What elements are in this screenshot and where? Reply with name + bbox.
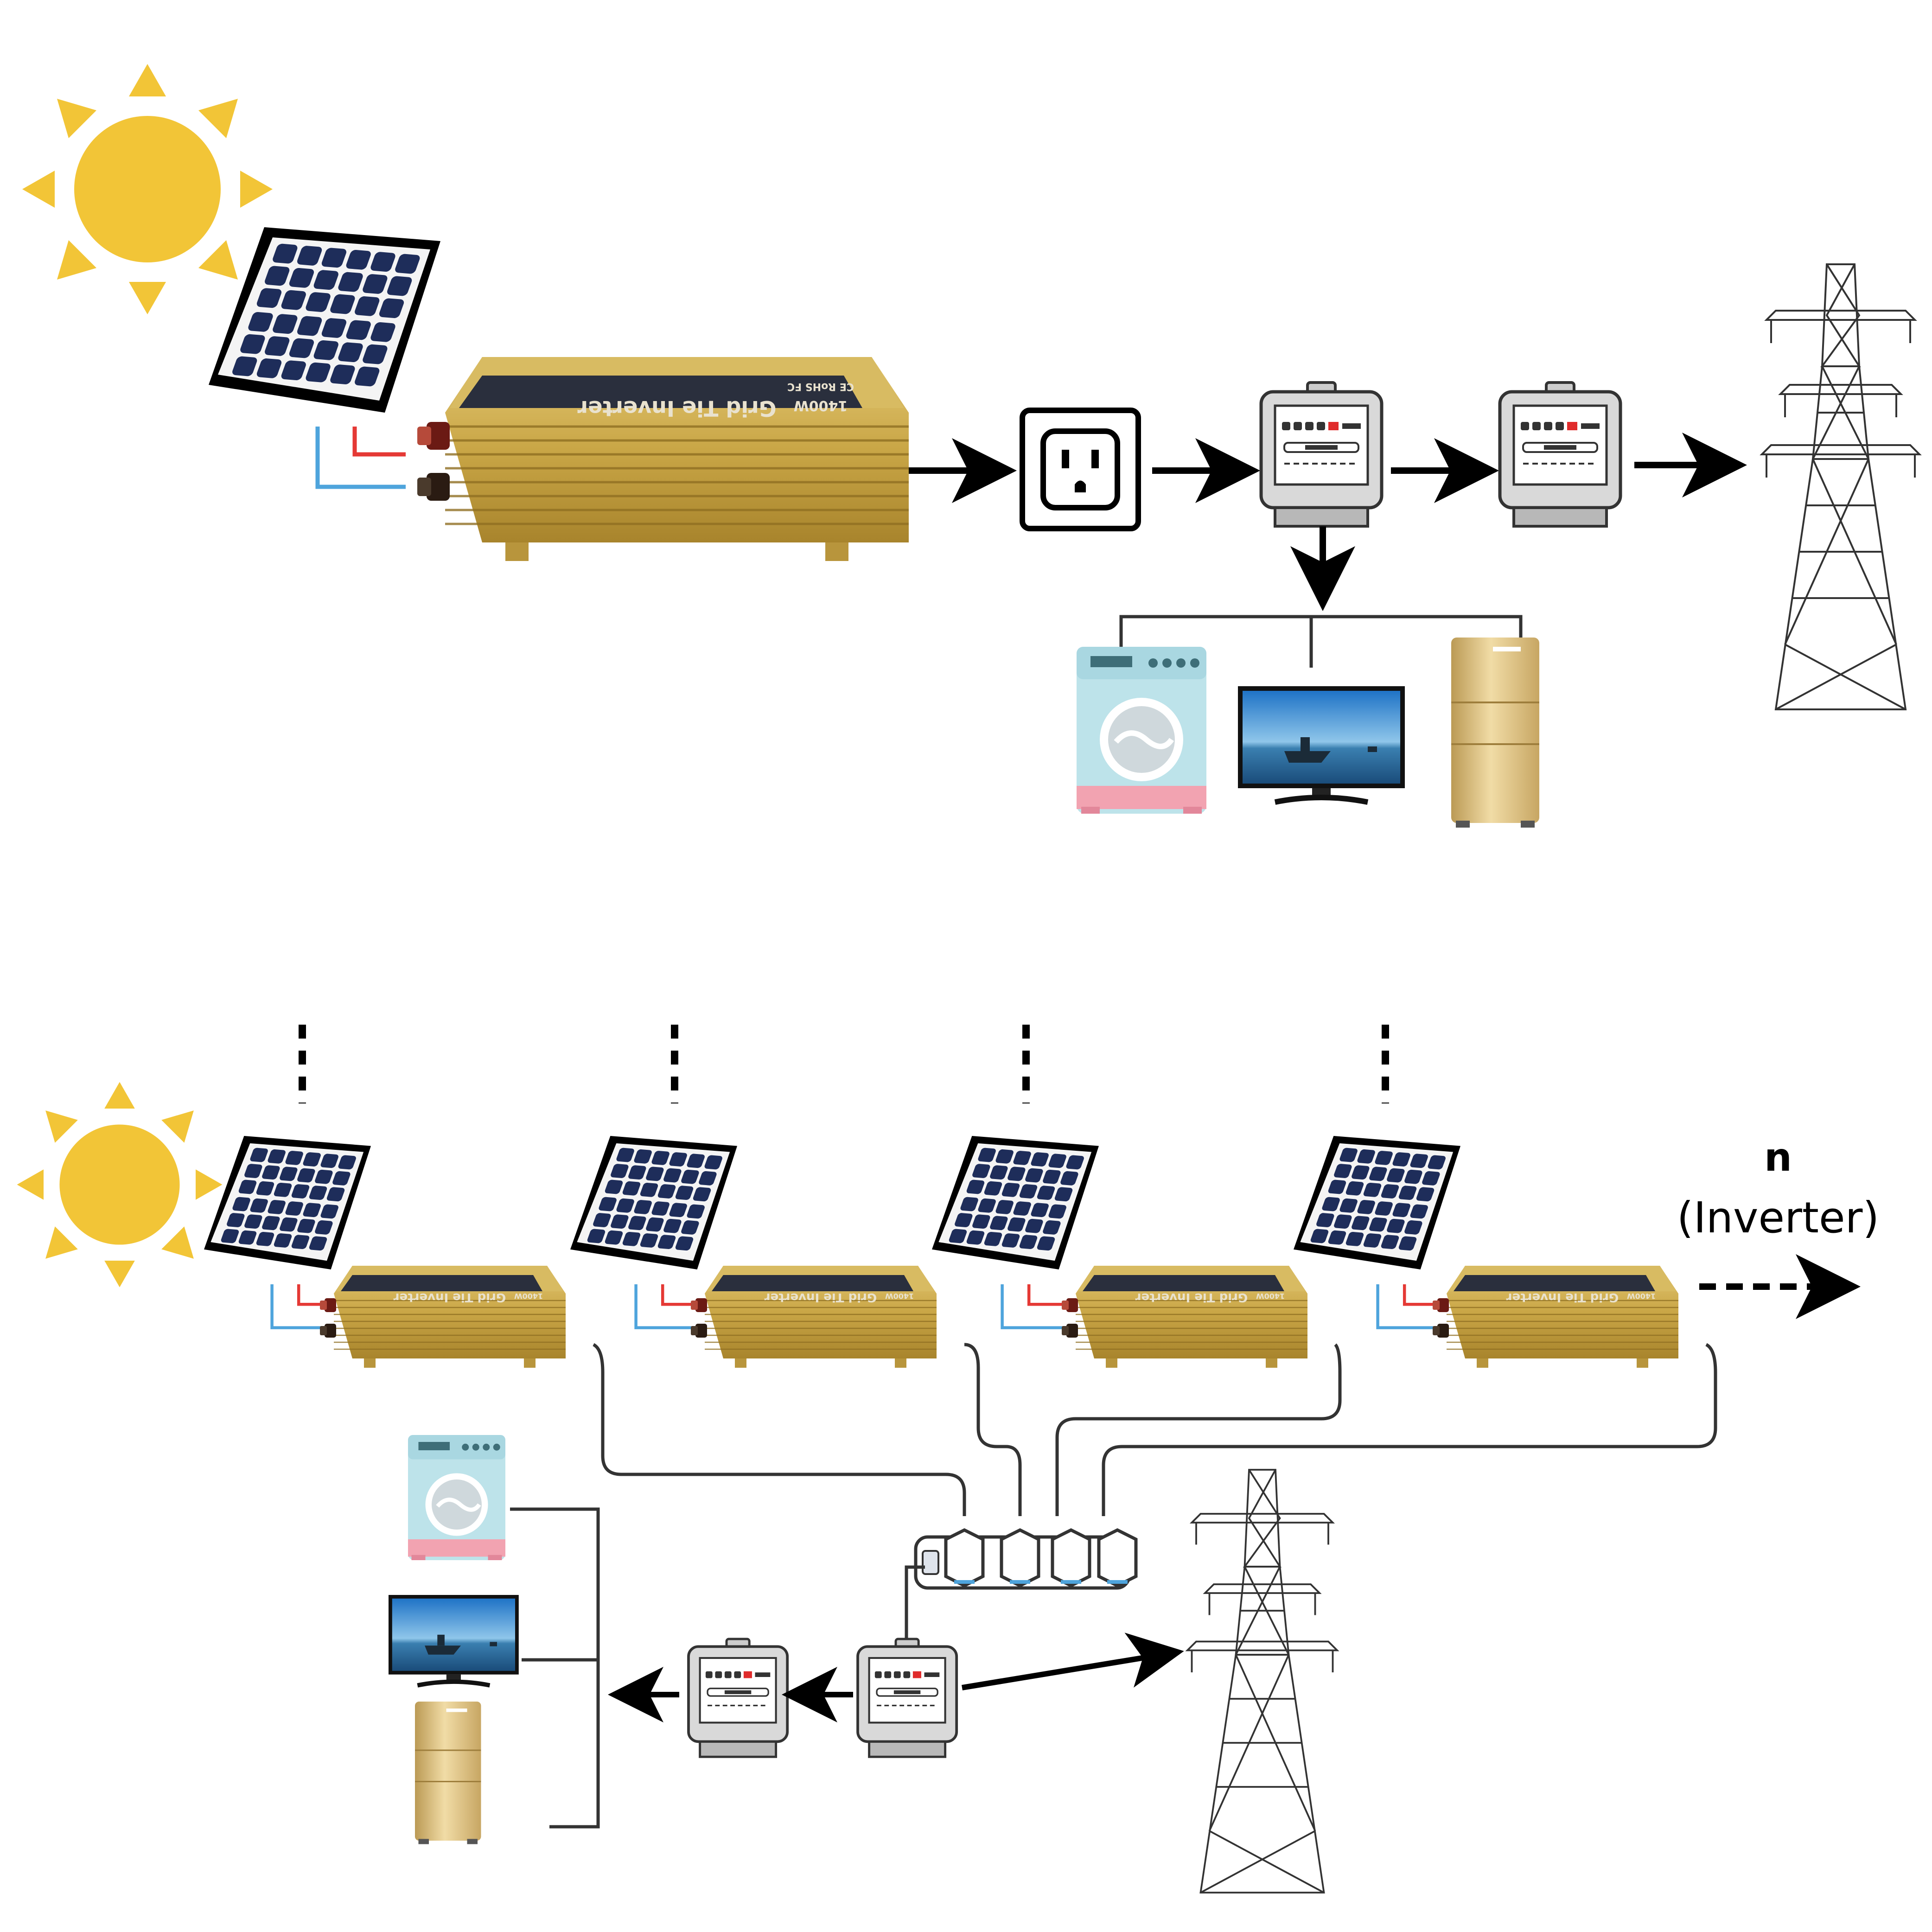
- flow-arrow: [962, 1632, 1184, 1690]
- transmission-tower-icon: [1186, 1469, 1338, 1894]
- washing-machine-icon: [1077, 647, 1206, 814]
- dc-wire-pair: [636, 1284, 700, 1328]
- washing-machine-icon: [408, 1435, 505, 1560]
- solar-panel-icon: [204, 1136, 371, 1269]
- grid-tie-inverter-icon: [1061, 1265, 1308, 1369]
- strip-to-meter-cable: [905, 1565, 925, 1644]
- solar-panel-icon: [209, 227, 440, 413]
- appliance-wiring: [1119, 615, 1523, 668]
- inverter-brand-label: Grid Tie Inverter: [1506, 1290, 1619, 1304]
- television-icon: [389, 1595, 519, 1685]
- inverter-power-label: 1400W: [885, 1292, 914, 1301]
- appliance-wiring: [510, 1507, 600, 1829]
- inverter-brand-label: Grid Tie Inverter: [765, 1290, 877, 1304]
- sun-icon: [22, 64, 273, 314]
- inverter-brand-label: Grid Tie Inverter: [1135, 1290, 1248, 1304]
- inverter-count-symbol: n: [1764, 1135, 1792, 1180]
- electric-meter-icon: [689, 1639, 787, 1757]
- ac-output-cables: [593, 1343, 1717, 1516]
- electric-meter-icon: [858, 1639, 956, 1757]
- grid-tie-inverter-icon: [690, 1265, 937, 1369]
- inverter-brand-label: Grid Tie Inverter: [394, 1290, 506, 1304]
- inverter-count-label: (Inverter): [1677, 1193, 1880, 1243]
- inverter-power-label: 1400W: [514, 1292, 543, 1301]
- dc-wire-pair: [1002, 1284, 1066, 1328]
- vertical-continuation-dots: [299, 1025, 1389, 1103]
- sun-icon: [17, 1082, 223, 1288]
- solar-panel-icon: [570, 1136, 737, 1269]
- electric-meter-icon: [1261, 383, 1382, 526]
- inverter-cert-label: CE RoHS FC: [787, 381, 854, 392]
- inverter-power-label: 1400W: [1627, 1292, 1656, 1301]
- dc-wire-pair: [318, 427, 406, 487]
- electric-meter-icon: [1500, 383, 1620, 526]
- grid-tie-inverter-icon: [319, 1265, 567, 1369]
- solar-panel-icon: [932, 1136, 1099, 1269]
- inverter-brand-label: Grid Tie Inverter: [577, 396, 776, 421]
- grid-tie-inverter-icon: [1432, 1265, 1679, 1369]
- power-strip-icon: [914, 1528, 1138, 1590]
- inverter-power-label: 1400W: [794, 397, 848, 414]
- transmission-tower-icon: [1761, 263, 1920, 710]
- inverter-power-label: 1400W: [1256, 1292, 1285, 1301]
- refrigerator-icon: [414, 1701, 482, 1845]
- inverter-label-group: Grid Tie Inverter 1400W: [1506, 1290, 1656, 1304]
- wall-socket-icon: [1020, 408, 1141, 531]
- grid-tie-inverter-icon: Grid Tie Inverter 1400W CE RoHS FC: [417, 357, 909, 561]
- inverter-label-group: Grid Tie Inverter 1400W: [1135, 1290, 1285, 1304]
- solar-panel-icon: [1294, 1136, 1460, 1269]
- television-icon: [1238, 686, 1405, 802]
- refrigerator-icon: [1450, 637, 1540, 829]
- inverter-label-group: Grid Tie Inverter 1400W: [394, 1290, 543, 1304]
- inverter-label-group: Grid Tie Inverter 1400W: [765, 1290, 914, 1304]
- dc-wire-pair: [1378, 1284, 1441, 1328]
